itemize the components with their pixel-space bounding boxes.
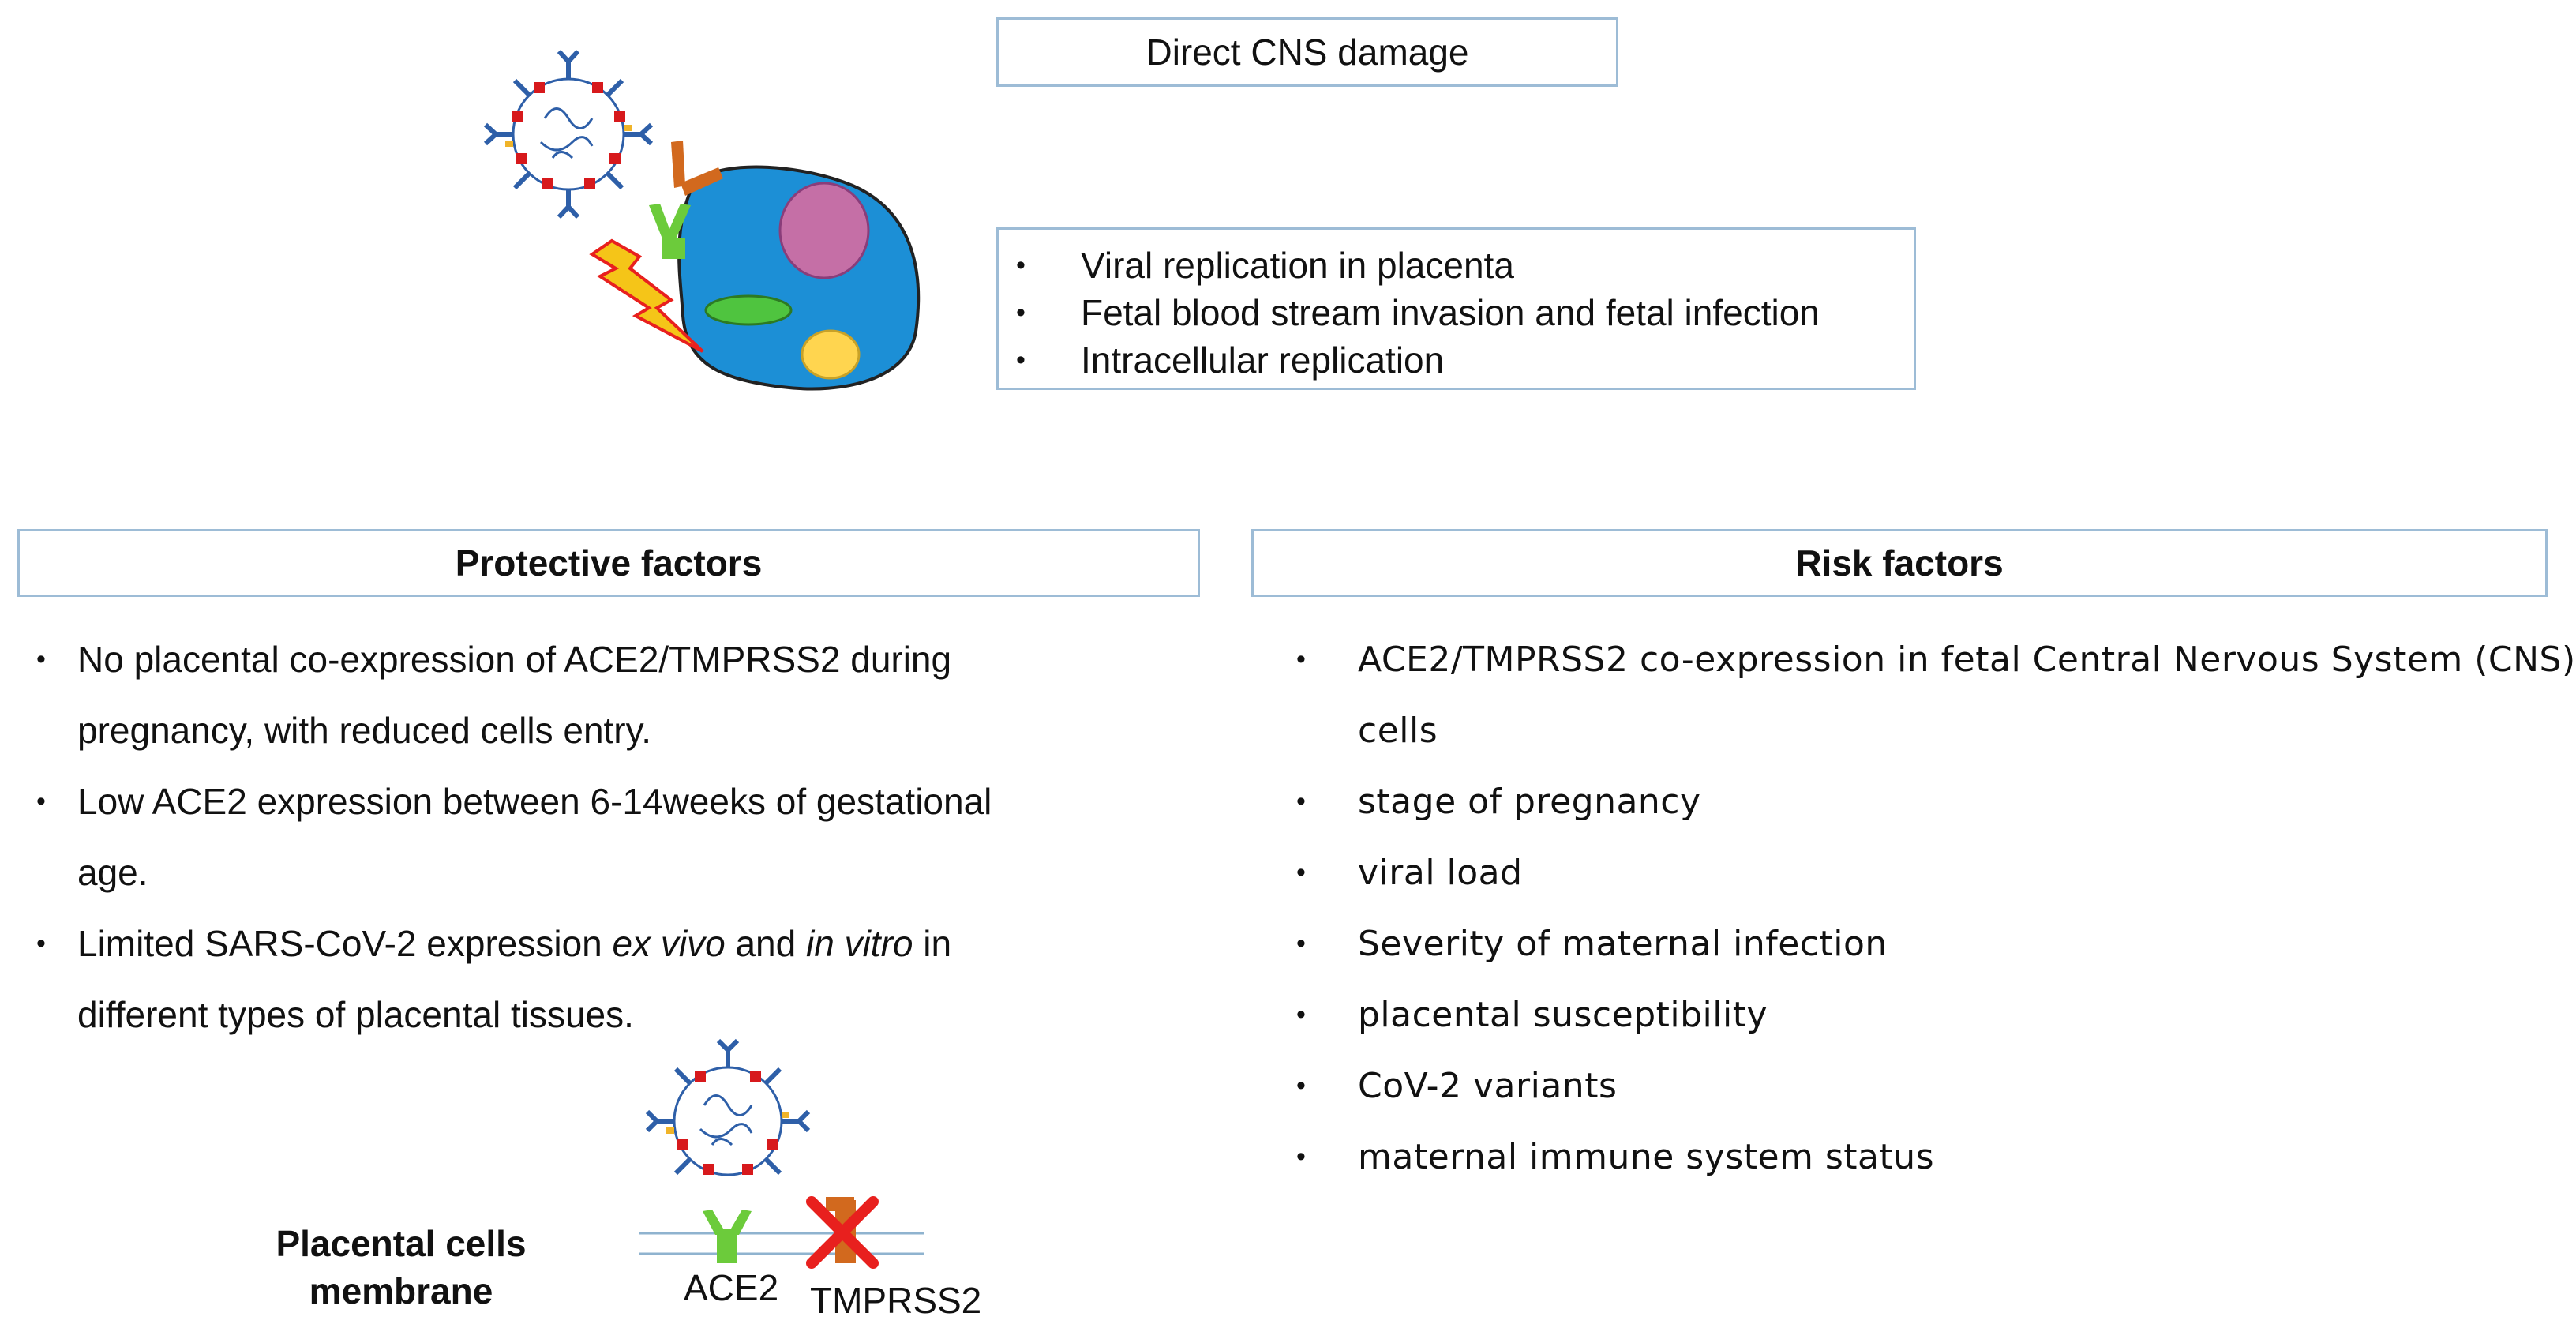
tmprss2-receptor-icon [671,141,685,188]
protective-text: and [725,923,806,964]
virus-cell-illustration [483,49,921,391]
protective-header: Protective factors [455,542,763,583]
protective-item-line: Low ACE2 expression between 6-14weeks of… [77,781,992,822]
protective-text: in [913,923,952,964]
membrane-label: Placental cells membrane [235,1220,567,1315]
risk-item-line: ACE2/TMPRSS2 co-expression in fetal Cent… [1358,640,2576,680]
risk-bullet: • [1296,1142,1306,1172]
tmprss2-label: TMPRSS2 [810,1280,982,1321]
lightning-icon [589,238,704,353]
mechanism-item: Fetal blood stream invasion and fetal in… [1081,292,1820,333]
risk-item-line: maternal immune system status [1358,1137,1935,1177]
mechanism-item: Viral replication in placenta [1081,245,1514,286]
cross-icon [806,1196,879,1269]
protective-item-line: age. [77,852,148,893]
mechanisms-box: • Viral replication in placenta • Fetal … [996,227,1916,390]
mechanism-bullet: • [1016,345,1026,375]
mechanism-bullet: • [1016,250,1026,280]
mechanism-bullet: • [1016,298,1026,328]
ace2-receptor-icon [703,1210,752,1235]
membrane-illustration [639,1038,924,1269]
risk-item-line: stage of pregnancy [1358,782,1701,822]
protective-item-line: Limited SARS-CoV-2 expression ex vivo an… [77,925,951,962]
protective-bullet: • [36,644,46,674]
risk-header-box: Risk factors [1251,529,2548,597]
risk-bullet: • [1296,928,1306,958]
risk-bullet: • [1296,644,1306,674]
protective-item-line: No placental co-expression of ACE2/TMPRS… [77,639,952,680]
protective-bullet: • [36,786,46,816]
ace2-receptor-icon [649,204,691,241]
organelle-yellow [801,329,861,380]
direct-cns-title-box: Direct CNS damage [996,17,1618,87]
risk-item-line: CoV-2 variants [1358,1066,1618,1106]
mechanism-item: Intracellular replication [1081,340,1445,381]
direct-cns-title: Direct CNS damage [1146,32,1469,73]
ace2-label: ACE2 [684,1267,779,1308]
protective-text: Limited SARS-CoV-2 expression [77,923,613,964]
organelle-green [704,294,793,326]
risk-header: Risk factors [1795,542,2004,583]
protective-text-italic: in vitro [806,923,913,964]
protective-bullet: • [36,928,46,958]
protective-header-box: Protective factors [17,529,1200,597]
virus-icon [483,49,654,219]
membrane-label-line: Placental cells [276,1223,527,1264]
risk-bullet: • [1296,857,1306,887]
risk-item-line: Severity of maternal infection [1358,924,1888,964]
membrane-label-line: membrane [309,1270,493,1311]
risk-item-line: viral load [1358,853,1523,893]
nucleus [778,182,870,279]
risk-bullet: • [1296,1000,1306,1030]
risk-item-line: cells [1358,711,1438,751]
protective-item-line: different types of placental tissues. [77,994,634,1035]
virus-icon [645,1038,811,1176]
risk-item-line: placental susceptibility [1358,995,1768,1035]
protective-text-italic: ex vivo [612,923,726,964]
risk-bullet: • [1296,1071,1306,1101]
risk-bullet: • [1296,786,1306,816]
protective-item-line: pregnancy, with reduced cells entry. [77,710,651,751]
